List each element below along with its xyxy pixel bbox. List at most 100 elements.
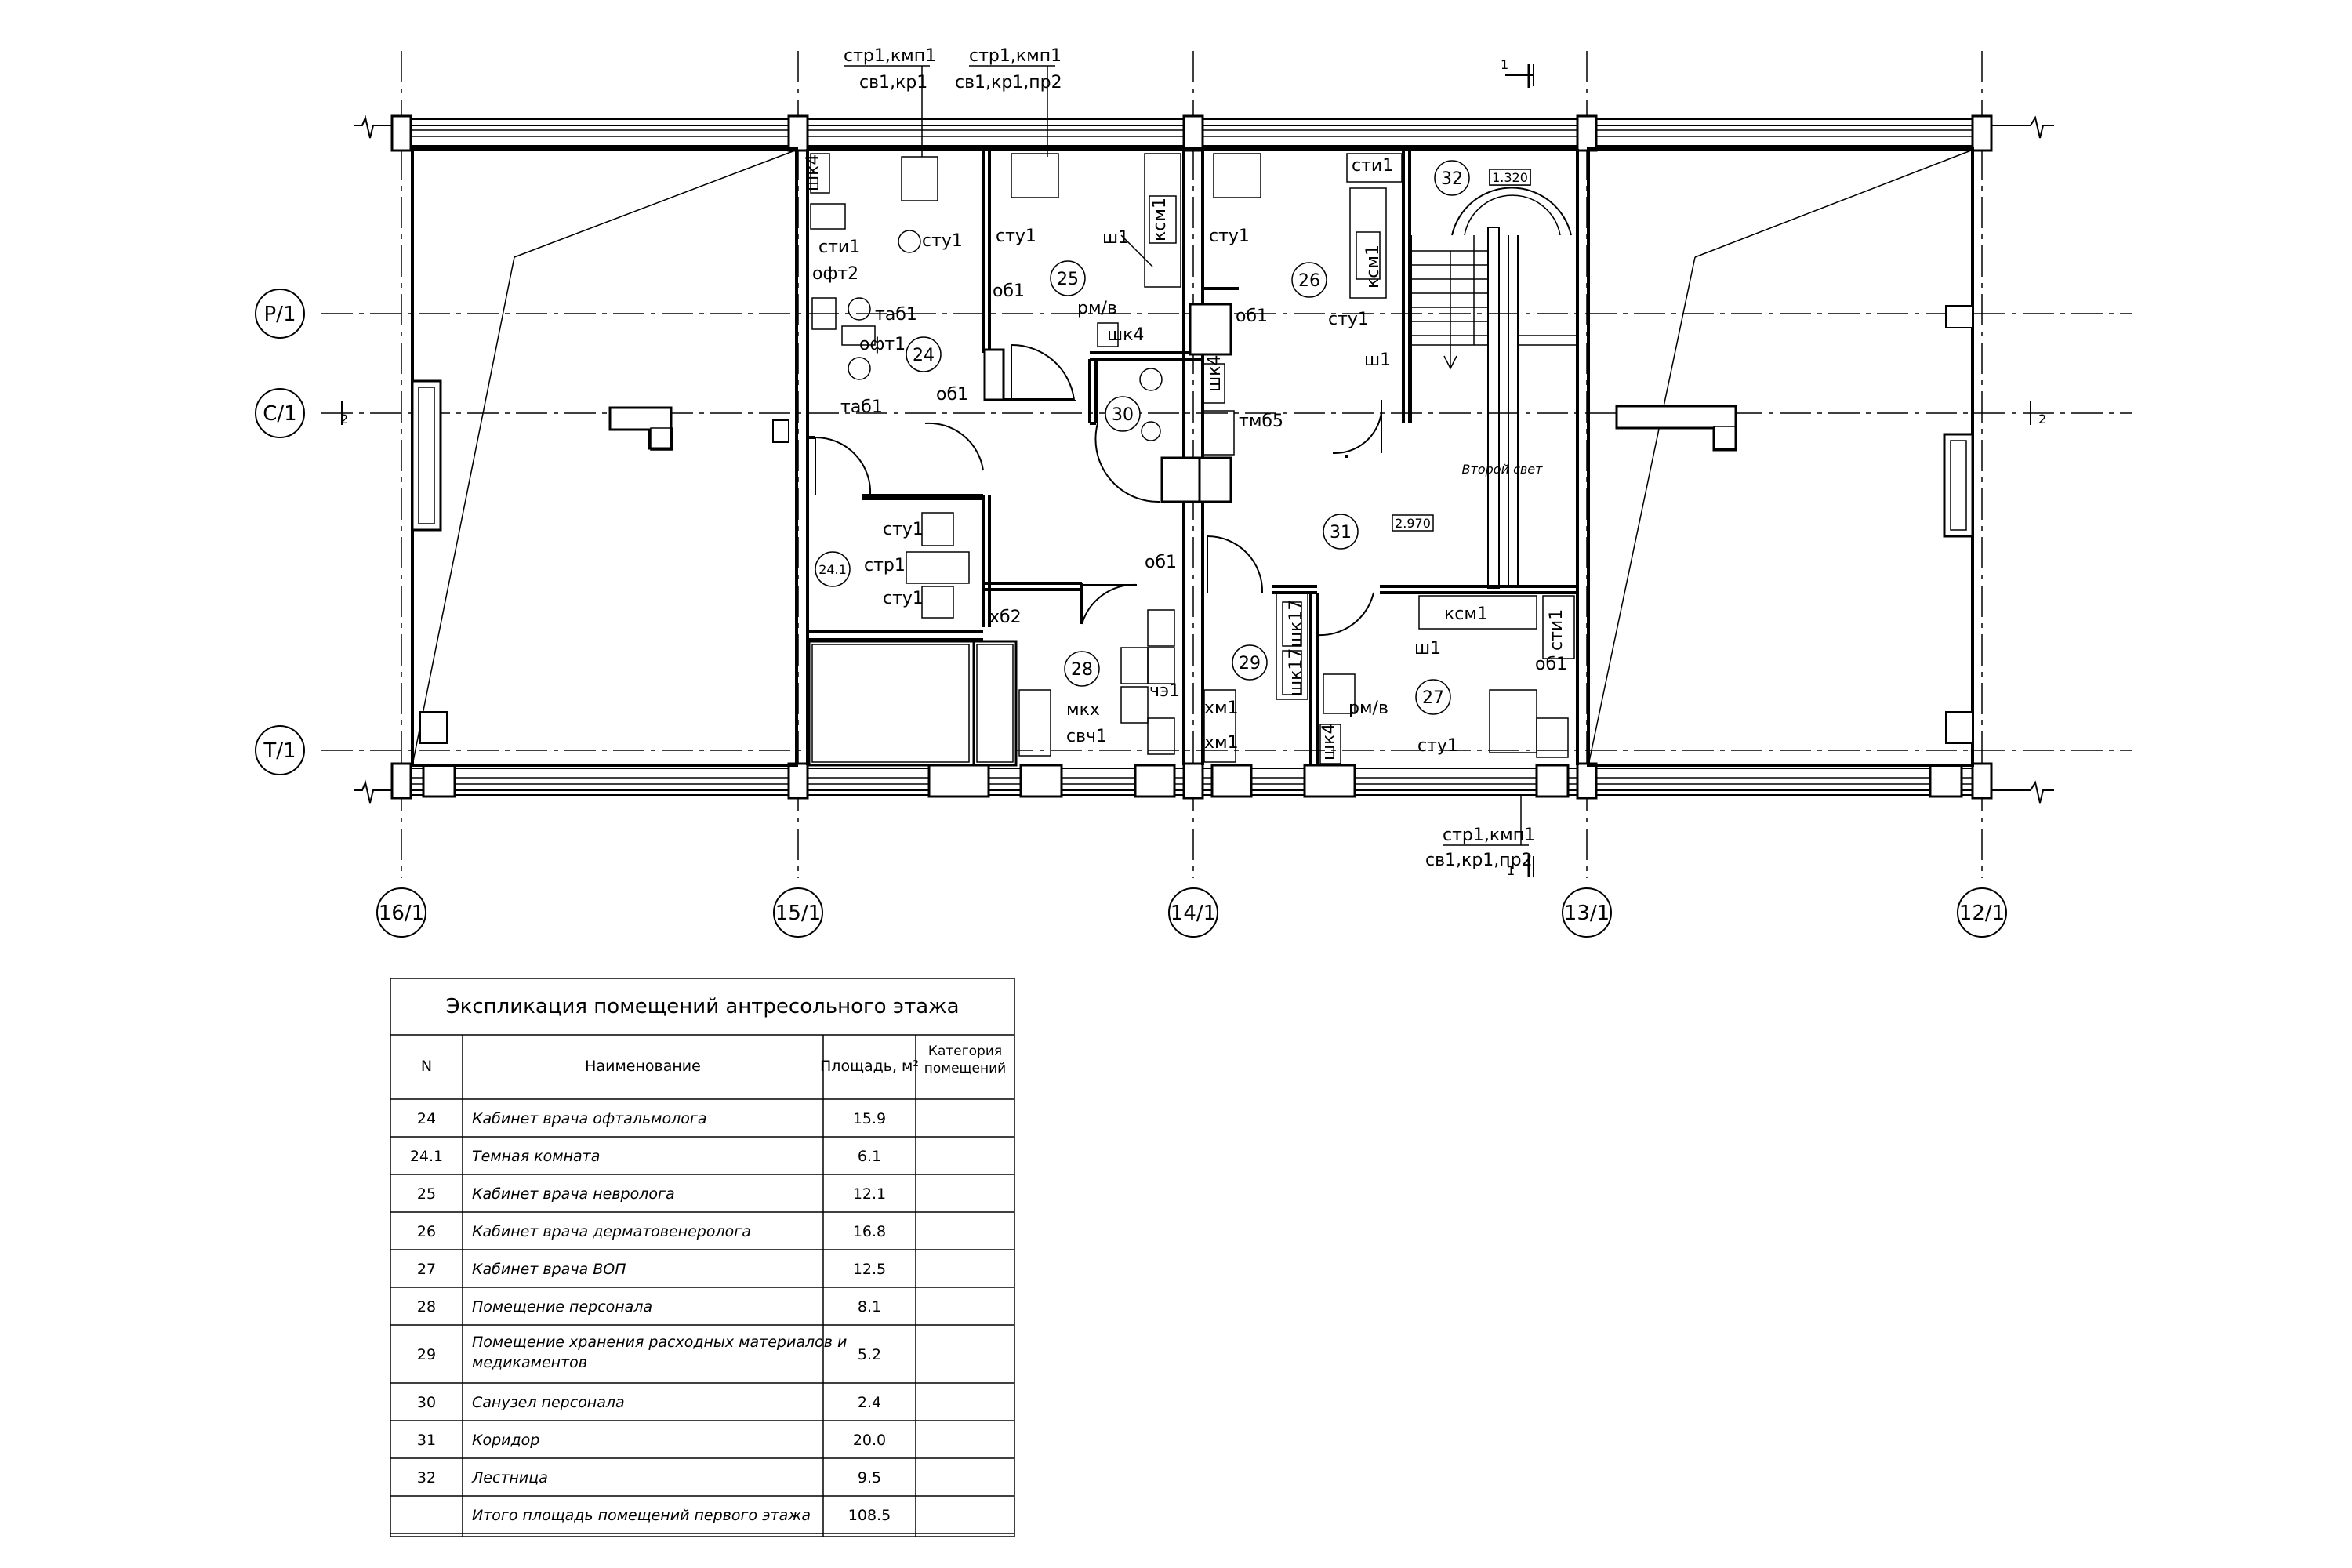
svg-text:15/1: 15/1: [775, 902, 821, 925]
room-28-number: 28: [1071, 660, 1093, 680]
section-1-label: 1: [1501, 57, 1508, 72]
svg-text:об1: об1: [1535, 655, 1567, 674]
furniture: [810, 153, 1575, 764]
door-swings: [815, 343, 1382, 637]
callout-1-line2: св1,кр1: [859, 73, 927, 93]
table-cell-area: 5.2: [858, 1346, 881, 1363]
section-2-label-left: 2: [340, 412, 348, 426]
left-void: [411, 147, 798, 767]
table-cell-name: Помещение хранения расходных материалов …: [472, 1334, 847, 1351]
section-1-label-bottom: 1: [1507, 863, 1515, 878]
svg-text:мкх: мкх: [1066, 700, 1100, 720]
table-cell-area: 16.8: [853, 1223, 886, 1240]
svg-text:Р/1: Р/1: [264, 303, 296, 326]
axis-bubble-row-p: Р/1: [255, 289, 305, 339]
callout-3-line1: стр1,кмп1: [1443, 826, 1535, 845]
svg-text:шк4: шк4: [1107, 325, 1144, 345]
callout-2-line2: св1,кр1,пр2: [955, 73, 1062, 93]
svg-text:шк4: шк4: [804, 154, 823, 191]
room-29-number: 29: [1239, 654, 1261, 673]
room-25-number: 25: [1057, 270, 1079, 289]
svg-text:сту1: сту1: [996, 227, 1036, 246]
svg-text:сту1: сту1: [922, 231, 963, 251]
right-void: [419, 147, 1974, 767]
table-cell-name: Кабинет врача невролога: [472, 1185, 675, 1203]
svg-text:хм1: хм1: [1204, 733, 1239, 753]
table-cell-n: 29: [417, 1346, 436, 1363]
table-cell-area: 15.9: [853, 1110, 886, 1127]
table-cell-name: Помещение персонала: [472, 1298, 652, 1316]
room-markers: 24 24.1 25 26 27 28 29 30 31 32: [815, 160, 1470, 715]
section-labels: 1 1 2 2: [340, 57, 2046, 878]
svg-text:об1: об1: [1145, 553, 1177, 572]
svg-text:ш1: ш1: [1364, 350, 1391, 370]
svg-text:офт1: офт1: [859, 335, 906, 354]
svg-text:об1: об1: [936, 385, 968, 405]
table-header-name: Наименование: [585, 1058, 701, 1075]
table-cell-n: 26: [417, 1223, 436, 1240]
second-light-note: Второй свет: [1462, 462, 1544, 477]
table-header-area: Площадь, м²: [820, 1058, 919, 1075]
room-31-number: 31: [1330, 523, 1352, 543]
level-corridor: 2.970: [1395, 516, 1431, 531]
svg-text:об1: об1: [993, 281, 1025, 301]
table-cell-name: Кабинет врача ВОП: [472, 1261, 626, 1278]
staircase: [1410, 169, 1576, 589]
svg-text:сту1: сту1: [1417, 736, 1458, 756]
svg-text:сту1: сту1: [1328, 310, 1369, 329]
svg-text:14/1: 14/1: [1171, 902, 1216, 925]
axis-bubble-col-14: 14/1: [1168, 887, 1218, 938]
svg-text:таб1: таб1: [840, 397, 883, 417]
svg-text:шк17: шк17: [1287, 648, 1306, 696]
table-cell-area: 108.5: [848, 1507, 891, 1524]
table-cell-n: 31: [417, 1432, 436, 1449]
svg-text:рм/в: рм/в: [1077, 299, 1117, 318]
axis-bubble-col-15: 15/1: [773, 887, 823, 938]
table-cell-area: 2.4: [858, 1394, 881, 1411]
svg-text:сту1: сту1: [1209, 227, 1250, 246]
table-cell-name: Коридор: [472, 1432, 539, 1449]
table-cell-area: 12.5: [853, 1261, 886, 1278]
table-cell-area: 20.0: [853, 1432, 886, 1449]
table-header-n: N: [421, 1058, 432, 1075]
callout-3-line2: св1,кр1,пр2: [1425, 851, 1533, 870]
table-cell-name: Кабинет врача дерматовенеролога: [472, 1223, 751, 1240]
room-24-number: 24: [913, 346, 935, 365]
svg-text:хб2: хб2: [989, 608, 1022, 627]
room-27-number: 27: [1422, 688, 1444, 708]
level-stair: 1.320: [1492, 170, 1528, 185]
table-cell-n: 28: [417, 1298, 436, 1316]
svg-text:ксм1: ксм1: [1150, 198, 1170, 241]
table-cell-area: 9.5: [858, 1469, 881, 1486]
table-cell-n: 24.1: [410, 1148, 443, 1165]
table-cell-area: 8.1: [858, 1298, 881, 1316]
section-2-label-right: 2: [2038, 412, 2046, 426]
table-cell-area: 12.1: [853, 1185, 886, 1203]
callout-1-line1: стр1,кмп1: [844, 46, 936, 66]
room-24-1-number: 24.1: [818, 562, 847, 577]
svg-text:офт2: офт2: [812, 264, 858, 284]
svg-text:сти1: сти1: [1352, 156, 1393, 176]
axis-bubble-col-13: 13/1: [1562, 887, 1612, 938]
section-marks: [341, 64, 2031, 877]
svg-text:ш1: ш1: [1102, 228, 1129, 248]
svg-text:16/1: 16/1: [379, 902, 424, 925]
svg-text:сти1: сти1: [818, 238, 860, 257]
table-cell-n: 32: [417, 1469, 436, 1486]
table-cell-n: 30: [417, 1394, 436, 1411]
svg-text:свч1: свч1: [1066, 727, 1107, 746]
svg-text:стр1: стр1: [864, 556, 906, 575]
pilasters: [808, 303, 1232, 767]
svg-text:шк4: шк4: [1319, 724, 1339, 760]
table-cell-name: Санузел персонала: [472, 1394, 625, 1411]
svg-text:С/1: С/1: [263, 402, 296, 426]
callouts: стр1,кмп1 св1,кр1 стр1,кмп1 св1,кр1,пр2 …: [844, 46, 1535, 870]
table-cell-n: 25: [417, 1185, 436, 1203]
room-30-number: 30: [1112, 405, 1134, 425]
table-cell-name: Лестница: [471, 1469, 548, 1486]
svg-text:таб1: таб1: [875, 305, 917, 325]
central-walls: [806, 147, 1579, 765]
outer-walls: [390, 114, 1993, 800]
table-header-category: Категория помещений: [924, 1044, 1006, 1076]
